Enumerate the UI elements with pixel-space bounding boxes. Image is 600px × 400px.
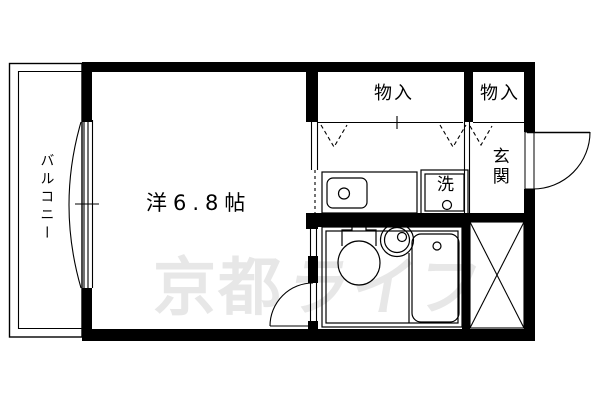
bathtub: [411, 233, 460, 323]
toilet: [337, 224, 381, 286]
room-door: [269, 282, 318, 327]
entrance-door: [524, 131, 591, 190]
folding-door-mark: [439, 124, 467, 149]
washing-machine-space: [420, 169, 469, 216]
pipe-space: [469, 221, 525, 329]
washing-machine-label: 洗: [437, 175, 454, 195]
folding-door-mark: [320, 124, 348, 149]
kitchen-sink-drain: [337, 187, 351, 200]
closet-fronts: [318, 116, 524, 149]
window-swing-arc: [68, 121, 82, 289]
balcony-outline: [8, 62, 83, 338]
room-door-swing-arc: [269, 282, 314, 327]
watermark-part1: 京都: [153, 251, 283, 324]
kitchen-sink: [326, 177, 368, 209]
kitchen-counter: [321, 171, 418, 214]
watermark: 京都ライフ: [153, 251, 488, 324]
entrance-label: 玄関: [488, 147, 509, 187]
washer-tap: [441, 199, 453, 211]
room-size-label: 洋6.8帖: [146, 191, 252, 215]
balcony-window: [68, 120, 99, 289]
interior-walls: [306, 62, 535, 341]
entrance-door-swing-arc: [532, 131, 591, 190]
entry-closet-label: 物入: [480, 83, 520, 104]
folding-door-mark: [469, 125, 493, 147]
bathroom-unit: [321, 222, 463, 328]
wash-basin: [379, 222, 415, 258]
balcony-label: バルコニー: [38, 153, 55, 243]
main-closet-label: 物入: [374, 83, 414, 104]
